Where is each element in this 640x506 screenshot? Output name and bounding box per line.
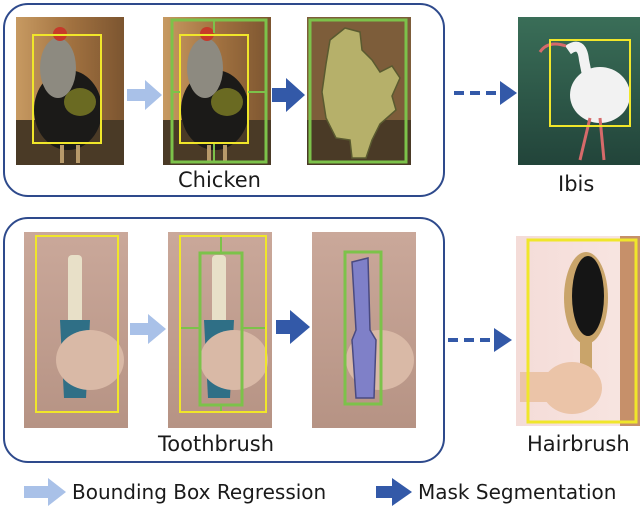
toothbrush-green-box — [343, 250, 383, 406]
mask-segmentation-arrow — [276, 310, 310, 344]
ibis-image — [518, 17, 640, 165]
chicken-panel — [3, 3, 445, 197]
bbox-regression-arrow — [130, 314, 166, 344]
toothbrush-image-regression — [168, 232, 272, 428]
legend-bbox-regression-label: Bounding Box Regression — [72, 480, 327, 504]
legend-light-arrow-icon — [24, 478, 66, 506]
chicken-image-mask — [307, 17, 411, 165]
chicken-yellow-box — [179, 34, 249, 144]
bbox-regression-arrow — [127, 80, 162, 110]
chicken-mask — [321, 27, 401, 159]
toothbrush-mask — [351, 257, 377, 399]
toothbrush-panel — [3, 217, 445, 463]
transfer-arrow-bottom — [448, 328, 512, 352]
toothbrush-yellow-box — [35, 235, 119, 413]
chicken-green-box — [308, 18, 408, 164]
toothbrush-image-original — [24, 232, 128, 428]
chicken-label: Chicken — [178, 168, 261, 192]
hairbrush-image — [516, 236, 640, 426]
chicken-yellow-box — [32, 34, 102, 144]
legend-dark-arrow-icon — [376, 478, 412, 506]
toothbrush-green-box — [198, 251, 244, 407]
ibis-label: Ibis — [558, 172, 595, 196]
transfer-arrow-top — [454, 81, 517, 105]
toothbrush-yellow-box — [179, 235, 267, 413]
toothbrush-image-mask — [312, 232, 416, 428]
chicken-image-regression — [163, 17, 271, 165]
mask-segmentation-arrow — [272, 78, 305, 112]
hairbrush-yellow-box — [526, 238, 638, 424]
legend-mask-segmentation-label: Mask Segmentation — [418, 480, 617, 504]
hairbrush-label: Hairbrush — [527, 432, 630, 456]
chicken-image-original — [16, 17, 124, 165]
toothbrush-label: Toothbrush — [158, 432, 275, 456]
ibis-yellow-box — [549, 39, 631, 127]
chicken-green-box — [170, 18, 268, 164]
